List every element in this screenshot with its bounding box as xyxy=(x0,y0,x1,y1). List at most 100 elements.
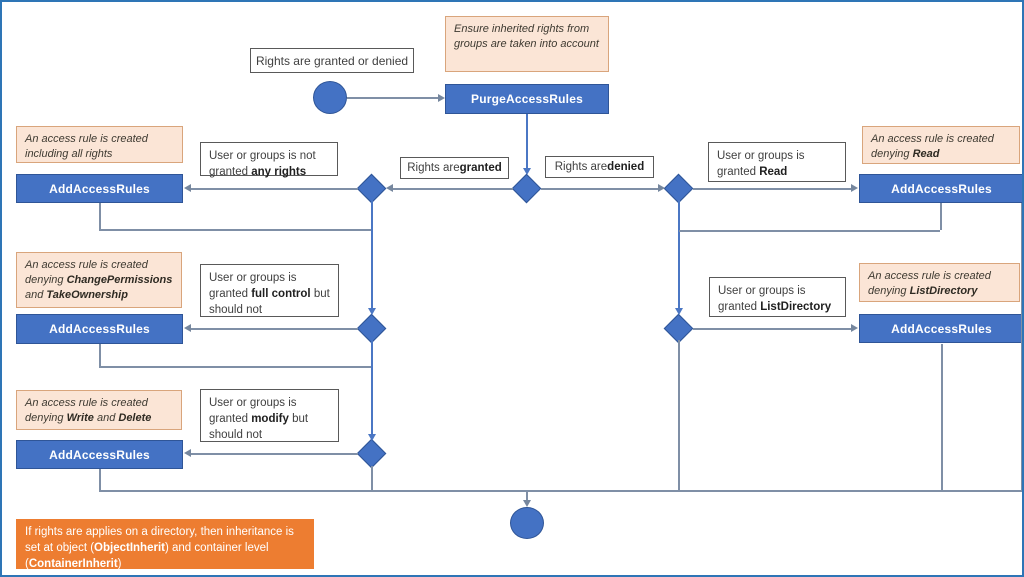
footer-inheritance-note: If rights are applies on a directory, th… xyxy=(16,519,314,571)
label-rights-granted: Rights are granted xyxy=(400,157,509,179)
start-circle xyxy=(313,81,347,114)
condition-not-granted-any-rights: User or groups is not granted any rights xyxy=(200,142,338,179)
text-segment: Rights are xyxy=(554,161,608,173)
note-ensure-inherited: Ensure inherited rights from groups are … xyxy=(445,16,609,72)
text-segment: If rights are applies on a directory, th… xyxy=(25,526,294,555)
diamond-denied-1 xyxy=(663,173,694,204)
note-all-rights: An access rule is created including all … xyxy=(16,126,183,163)
end-circle xyxy=(510,507,544,539)
text-segment: An access rule is created including all … xyxy=(25,133,148,160)
text-segment: Read xyxy=(912,147,940,160)
text-segment: Write xyxy=(66,411,94,424)
text-segment: and xyxy=(25,288,47,301)
add-access-rules-deny-listdirectory-box: AddAccessRules xyxy=(859,314,1022,343)
text-segment: denied xyxy=(607,161,645,173)
connector-line xyxy=(191,328,358,330)
note-deny-write-delete: An access rule is created denying Write … xyxy=(16,390,182,430)
text-segment: granted xyxy=(459,162,502,174)
label-rights-granted-or-denied: Rights are granted or denied xyxy=(250,48,414,73)
text-segment: full control xyxy=(251,288,311,301)
add-access-rules-deny-changepermissions-box: AddAccessRules xyxy=(16,314,183,344)
connector-line xyxy=(678,200,680,308)
text-segment: An access rule is created denying xyxy=(868,270,991,297)
text-segment: User or groups is granted xyxy=(718,285,806,314)
text-segment: ChangePermissions xyxy=(66,273,173,286)
diamond-granted-3 xyxy=(356,438,387,469)
connector-line xyxy=(371,340,373,434)
text-segment: modify xyxy=(251,413,289,426)
connector-line xyxy=(99,366,371,368)
arrowhead xyxy=(438,94,445,102)
text-segment: An access rule is created denying xyxy=(25,397,148,424)
connector-line xyxy=(191,188,358,190)
arrowhead xyxy=(184,184,191,192)
connector-line xyxy=(99,469,101,490)
text-segment: An access rule is created denying xyxy=(871,133,994,160)
condition-granted-modify: User or groups is granted modify but sho… xyxy=(200,389,339,442)
arrowhead xyxy=(675,308,683,315)
text-segment: TakeOwnership xyxy=(46,288,128,301)
connector-line xyxy=(371,200,373,308)
connector-line xyxy=(526,490,528,500)
text-segment: ListDirectory xyxy=(760,301,832,314)
text-segment: Read xyxy=(759,166,788,179)
diamond-granted-2 xyxy=(356,313,387,344)
add-access-rules-all-rights-box: AddAccessRules xyxy=(16,174,183,203)
arrowhead xyxy=(184,449,191,457)
note-deny-changepermissions: An access rule is created denying Change… xyxy=(16,252,182,308)
connector-line xyxy=(99,203,101,229)
text-segment: ContainerInherit xyxy=(28,558,118,571)
text-segment: User or groups is granted xyxy=(717,150,805,179)
text-segment: but should not xyxy=(209,413,309,442)
text-segment: any rights xyxy=(251,166,307,179)
connector-line xyxy=(940,203,942,230)
connector-line xyxy=(99,229,371,231)
arrowhead xyxy=(851,324,858,332)
text-segment: ListDirectory xyxy=(909,284,978,297)
text-segment: Delete xyxy=(118,411,152,424)
diamond-granted-1 xyxy=(356,173,387,204)
connector-line xyxy=(693,328,852,330)
arrowhead xyxy=(658,184,665,192)
text-segment: Ensure inherited rights from groups are … xyxy=(454,23,599,50)
arrowhead xyxy=(523,168,531,175)
text-segment: Rights are granted or denied xyxy=(255,53,409,68)
connector-line xyxy=(941,344,943,490)
text-segment: User or groups is not granted xyxy=(209,150,316,179)
connector-line xyxy=(693,188,852,190)
condition-granted-listdirectory: User or groups is granted ListDirectory xyxy=(709,277,846,317)
arrowhead xyxy=(184,324,191,332)
note-deny-listdirectory: An access rule is created denying ListDi… xyxy=(859,263,1020,302)
connector-line xyxy=(347,97,438,99)
text-segment: Rights are xyxy=(407,162,460,174)
text-segment: User or groups is granted xyxy=(209,272,297,301)
label-rights-denied: Rights are denied xyxy=(545,156,654,178)
connector-line xyxy=(191,453,358,455)
connector-line xyxy=(526,114,528,168)
condition-granted-full-control: User or groups is granted full control b… xyxy=(200,264,339,317)
note-deny-read: An access rule is created denying Read xyxy=(862,126,1020,164)
connector-line xyxy=(371,466,373,490)
text-segment: and xyxy=(93,411,119,424)
connector-line xyxy=(99,490,1022,492)
text-segment: An access rule is created denying xyxy=(25,259,148,286)
connector-line xyxy=(392,188,513,190)
add-access-rules-deny-read-box: AddAccessRules xyxy=(859,174,1022,203)
connector-line xyxy=(678,340,680,490)
diamond-denied-2 xyxy=(663,313,694,344)
text-segment: but should not xyxy=(209,288,330,317)
arrowhead xyxy=(851,184,858,192)
arrowhead xyxy=(368,308,376,315)
connector-line xyxy=(99,344,101,366)
connector-line xyxy=(1021,203,1022,490)
condition-granted-read: User or groups is granted Read xyxy=(708,142,846,182)
arrowhead xyxy=(368,434,376,441)
connector-line xyxy=(541,188,659,190)
add-access-rules-deny-write-delete-box: AddAccessRules xyxy=(16,440,183,469)
text-segment: ) xyxy=(117,558,122,571)
text-segment: ) and container level ( xyxy=(25,542,269,571)
text-segment: ObjectInherit xyxy=(94,542,165,555)
diamond-main-decision xyxy=(511,173,542,204)
arrowhead xyxy=(523,500,531,507)
